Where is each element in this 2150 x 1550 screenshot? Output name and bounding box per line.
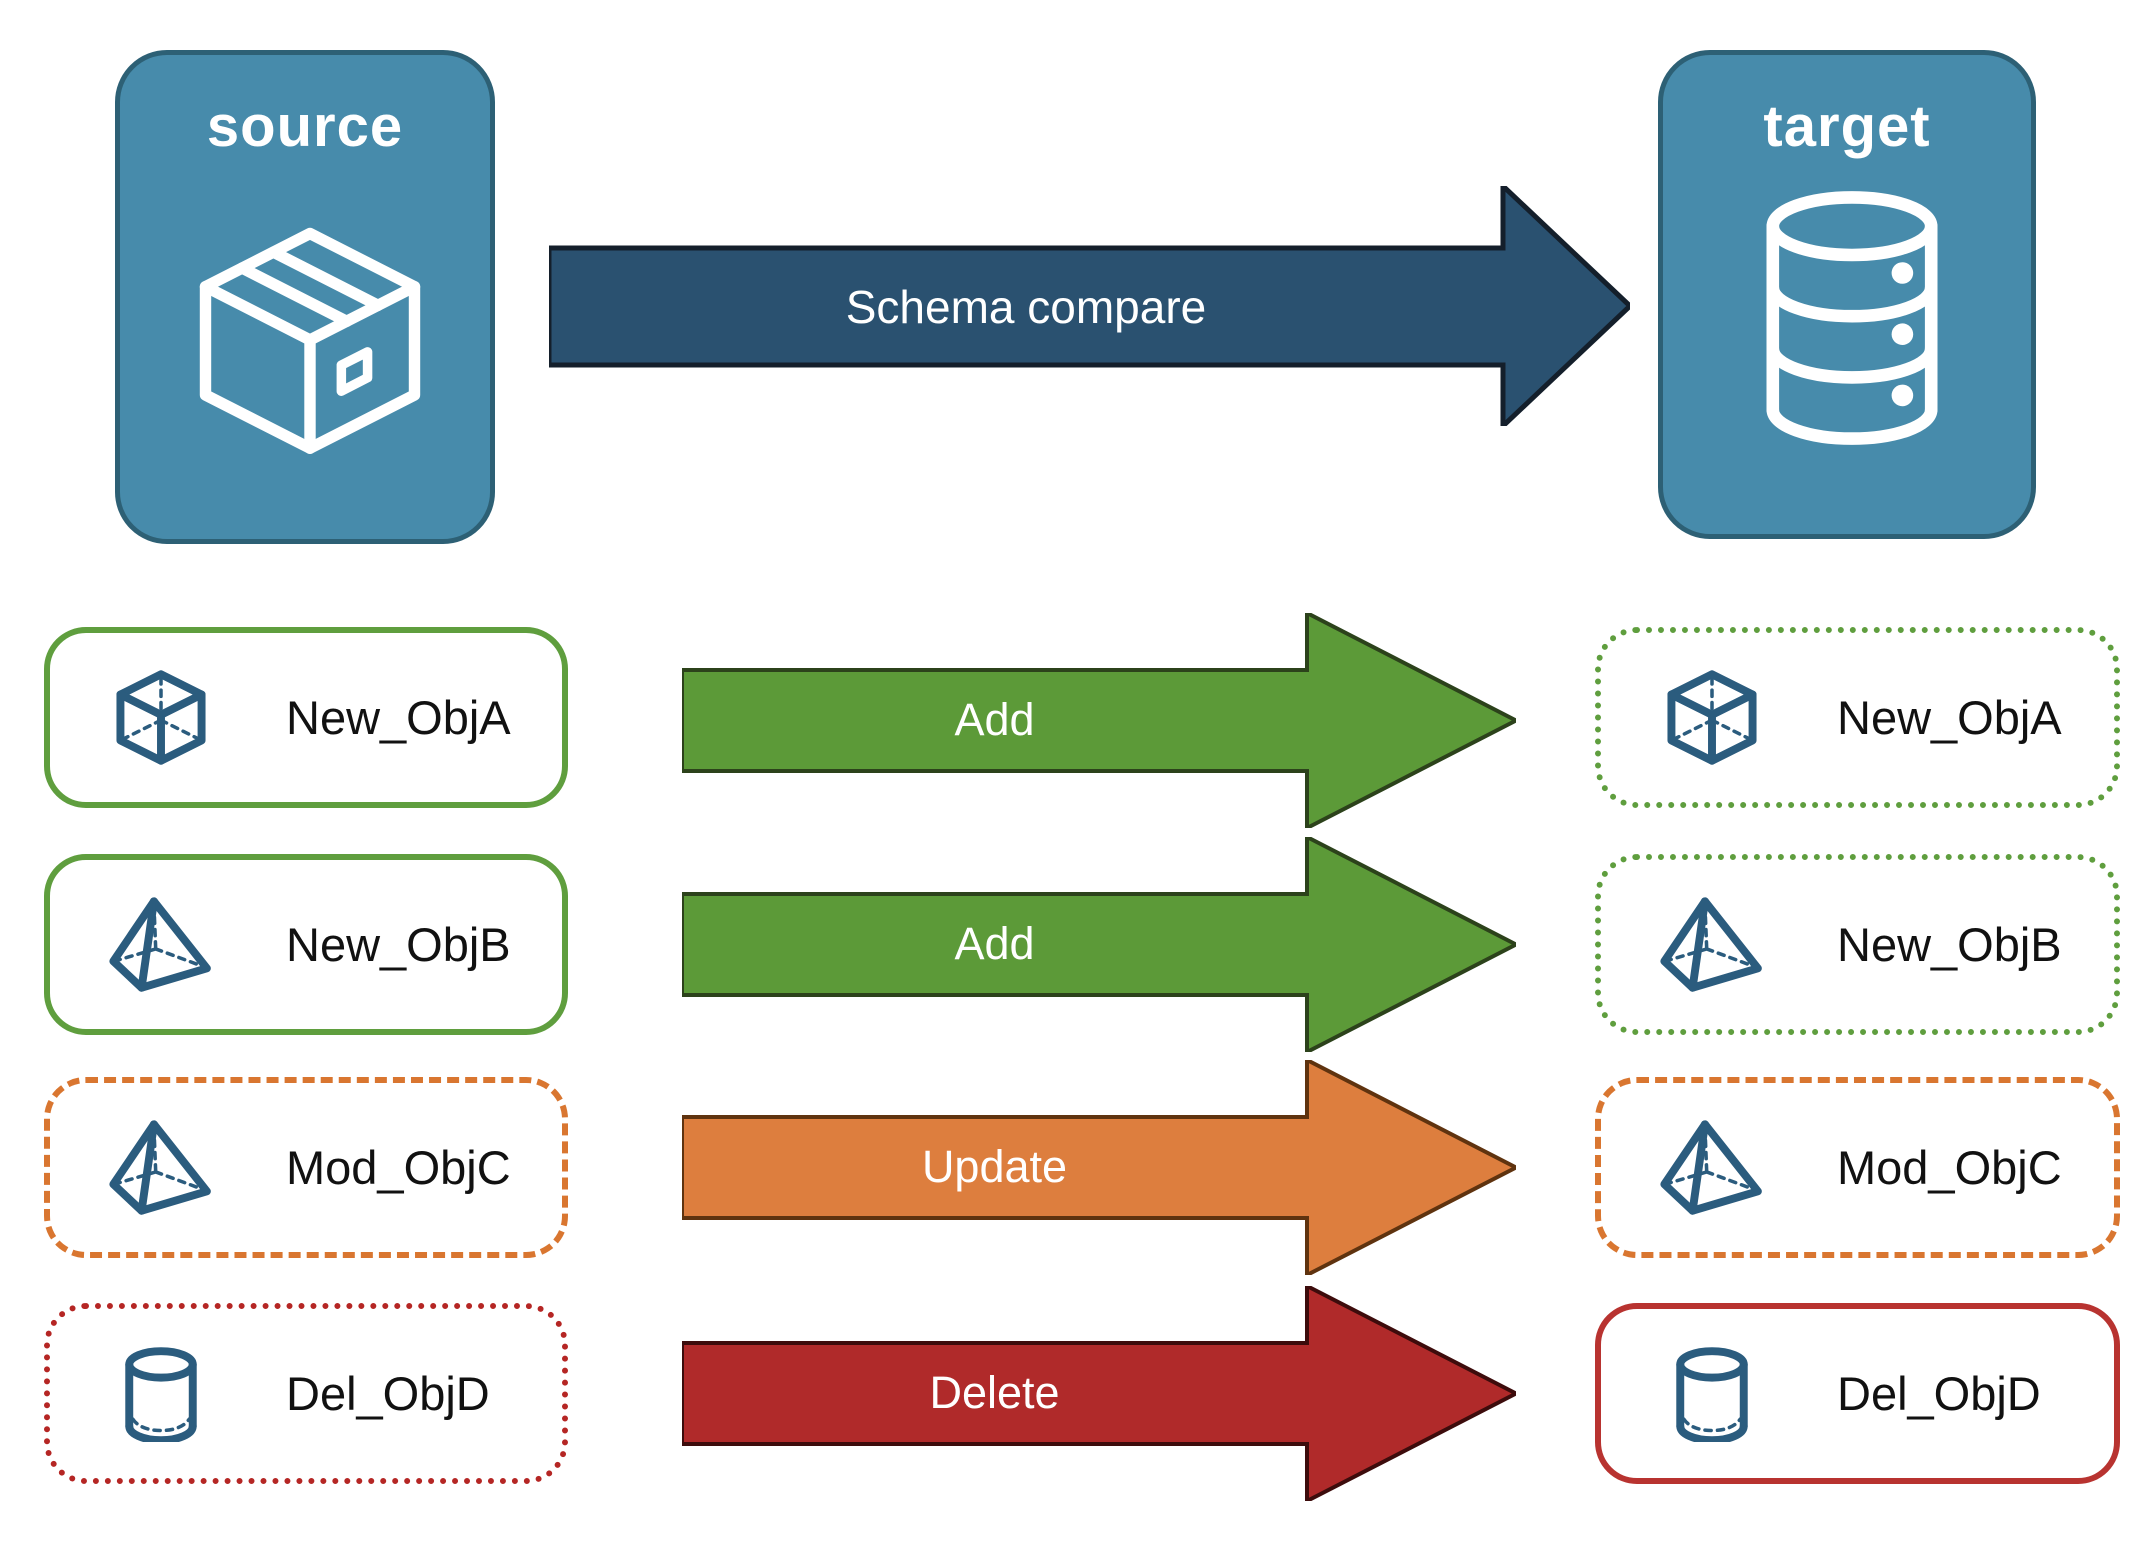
update-arrow: Update	[682, 1060, 1516, 1275]
add-arrow-label: Add	[954, 694, 1035, 745]
object-label: New_ObjA	[1837, 691, 2062, 744]
cylinder-icon	[1659, 1345, 1765, 1442]
source-object-box-del-objd: Del_ObjD	[44, 1303, 568, 1484]
add-arrow-shape	[682, 613, 1516, 828]
target-object-box-mod-objc: Mod_ObjC	[1595, 1077, 2120, 1258]
source-object-box-mod-objc: Mod_ObjC	[44, 1077, 568, 1258]
object-label: Del_ObjD	[286, 1367, 490, 1420]
schema-compare-arrow-label: Schema compare	[845, 280, 1207, 333]
target-object-box-del-objd: Del_ObjD	[1595, 1303, 2120, 1484]
add-arrow-label: Add	[954, 918, 1035, 969]
delete-arrow-shape	[682, 1286, 1516, 1501]
object-label: New_ObjB	[1837, 918, 2062, 971]
pyramid-icon	[1659, 896, 1765, 993]
source-node-label: source	[206, 94, 404, 159]
update-arrow-label: Update	[921, 1141, 1068, 1192]
cube-icon	[108, 669, 214, 766]
source-node: source	[115, 50, 495, 544]
object-label: Mod_ObjC	[1837, 1141, 2062, 1194]
target-object-box-new-objb: New_ObjB	[1595, 854, 2120, 1035]
schema-compare-arrow: Schema compare	[549, 186, 1630, 426]
database-icon	[1744, 183, 1960, 453]
pyramid-icon	[108, 1119, 214, 1216]
add-arrow: Add	[682, 837, 1516, 1052]
add-arrow: Add	[682, 613, 1516, 828]
cylinder-icon	[108, 1345, 214, 1442]
package-icon	[177, 205, 443, 471]
cube-icon	[1659, 669, 1765, 766]
object-label: New_ObjA	[286, 691, 511, 744]
target-node: target	[1658, 50, 2036, 539]
object-label: New_ObjB	[286, 918, 511, 971]
target-object-box-new-obja: New_ObjA	[1595, 627, 2120, 808]
delete-arrow-label: Delete	[929, 1367, 1060, 1418]
schema-compare-arrow-shape	[549, 186, 1630, 426]
pyramid-icon	[108, 896, 214, 993]
object-label: Mod_ObjC	[286, 1141, 511, 1194]
add-arrow-shape	[682, 837, 1516, 1052]
target-node-label: target	[1763, 94, 1931, 159]
update-arrow-shape	[682, 1060, 1516, 1275]
object-label: Del_ObjD	[1837, 1367, 2041, 1420]
source-object-box-new-obja: New_ObjA	[44, 627, 568, 808]
pyramid-icon	[1659, 1119, 1765, 1216]
source-object-box-new-objb: New_ObjB	[44, 854, 568, 1035]
delete-arrow: Delete	[682, 1286, 1516, 1501]
